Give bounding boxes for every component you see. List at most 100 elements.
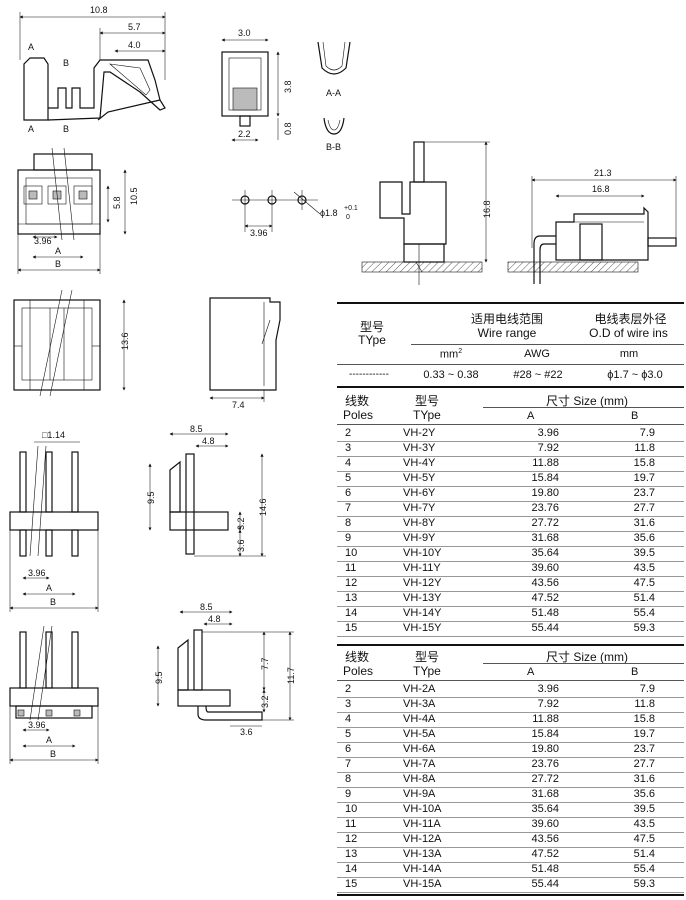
- dim-11-7: 11.7: [286, 667, 296, 684]
- section-bb-label: B-B: [326, 142, 341, 152]
- terminal-sections: A-A B-B: [317, 41, 351, 152]
- housing-front-view: 10.5 5.8 3.96 A B: [17, 147, 139, 274]
- poles-cn-y: 线数: [345, 394, 370, 408]
- col-b-a: B: [631, 666, 639, 678]
- dim-2-2: 2.2: [238, 129, 251, 139]
- cell-a: 43.56: [531, 833, 559, 845]
- cell-b: 27.7: [633, 758, 655, 770]
- cell-a: 23.76: [531, 758, 559, 770]
- cell-type: VH-3A: [403, 698, 436, 710]
- cell-poles: 11: [345, 818, 357, 830]
- dim-b-header-y: B: [50, 597, 56, 607]
- dim-a-header-y: A: [46, 583, 52, 593]
- cell-a: 7.92: [537, 442, 559, 454]
- cell-a: 39.60: [531, 562, 559, 574]
- mark-a-bottom: A: [28, 124, 34, 134]
- dim-4-8-y: 4.8: [202, 436, 215, 446]
- type-cn-y: 型号: [415, 394, 440, 408]
- mark-b-top: B: [63, 58, 69, 68]
- cell-a: 3.96: [537, 683, 559, 695]
- col-a-a: A: [527, 666, 535, 678]
- cell-b: 59.3: [633, 878, 655, 890]
- size-label-a: 尺寸 Size (mm): [546, 650, 628, 664]
- dim-21-3: 21.3: [594, 168, 612, 178]
- wire-type-cn: 型号: [359, 320, 384, 334]
- cell-poles: 7: [345, 758, 352, 770]
- poles-cn-a: 线数: [345, 650, 370, 664]
- cell-a: 47.52: [531, 592, 559, 604]
- cell-b: 51.4: [633, 592, 655, 604]
- cell-a: 31.68: [531, 532, 559, 544]
- cell-type: VH-12A: [403, 833, 442, 845]
- cell-a: 51.48: [531, 863, 559, 875]
- cell-poles: 15: [345, 622, 358, 634]
- cell-poles: 10: [345, 803, 358, 815]
- cell-b: 35.6: [633, 788, 655, 800]
- dim-9-5-y: 9.5: [146, 491, 156, 504]
- cell-b: 35.6: [633, 532, 655, 544]
- cell-poles: 7: [345, 502, 352, 514]
- cell-poles: 2: [345, 683, 352, 695]
- dim-3-2-a: 3.2: [260, 695, 270, 708]
- col-b-y: B: [631, 410, 639, 422]
- cell-a: 27.72: [531, 517, 559, 529]
- cell-b: 51.4: [633, 848, 655, 860]
- dim-8-5-a: 8.5: [200, 602, 213, 612]
- cell-b: 11.8: [634, 698, 655, 710]
- cell-type: VH-3Y: [403, 442, 436, 454]
- dim-4-8-a: 4.8: [208, 614, 221, 624]
- cell-type: VH-7A: [403, 758, 436, 770]
- hole-diameter: ϕ1.8: [320, 208, 338, 218]
- cell-poles: 12: [345, 833, 358, 845]
- dim-3-2-y: 3.2: [236, 517, 246, 530]
- dim-10-5: 10.5: [129, 187, 139, 205]
- cell-a: 15.84: [531, 472, 559, 484]
- cell-poles: 9: [345, 788, 352, 800]
- cell-poles: 3: [345, 442, 352, 454]
- cell-type: VH-11Y: [403, 562, 441, 574]
- wire-range-en: Wire range: [477, 326, 537, 340]
- type-cn-a: 型号: [415, 650, 440, 664]
- poles-en-a: Poles: [343, 664, 374, 678]
- dim-pitch-header-a: 3.96: [28, 720, 46, 730]
- cell-poles: 11: [345, 562, 357, 574]
- dim-pin-size: □1.14: [42, 430, 65, 440]
- unit-mm2-text: mm: [439, 348, 459, 361]
- hole-tol-zero: 0: [346, 214, 350, 221]
- cell-poles: 6: [345, 743, 352, 755]
- dim-16-8-ra: 16.8: [592, 184, 610, 194]
- table-row: 12 VH-12A 43.56 47.5: [337, 832, 684, 848]
- cell-b: 55.4: [633, 863, 655, 875]
- vertical-mount-view: 16.8: [361, 141, 492, 285]
- wire-row-awg: #28 ~ #22: [513, 369, 563, 381]
- cell-poles: 13: [345, 592, 358, 604]
- cell-a: 11.88: [532, 457, 559, 469]
- poles-en-y: Poles: [343, 408, 374, 422]
- dim-3-8: 3.8: [283, 80, 293, 93]
- cell-type: VH-2A: [403, 683, 436, 695]
- cell-type: VH-5Y: [403, 472, 436, 484]
- cell-b: 47.5: [633, 833, 655, 845]
- dim-pitch-housing: 3.96: [34, 236, 52, 246]
- type-en-a: TYpe: [413, 664, 441, 678]
- hole-tol-plus: +0.1: [344, 205, 358, 212]
- right-angle-mount-view: 21.3 16.8: [507, 168, 677, 284]
- od-en: O.D of wire ins: [589, 326, 668, 340]
- dim-a-header-a: A: [46, 735, 52, 745]
- cell-type: VH-9Y: [403, 532, 436, 544]
- cell-b: 55.4: [633, 607, 655, 619]
